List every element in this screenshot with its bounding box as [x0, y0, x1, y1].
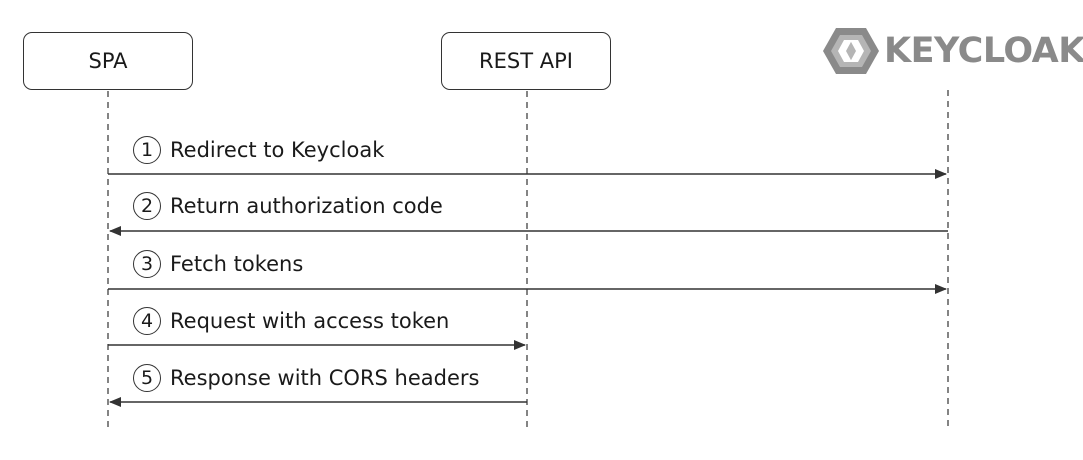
spa-actor-box: SPA — [23, 32, 193, 90]
step-number-1: 1 — [133, 136, 161, 164]
message-text-5: Response with CORS headers — [170, 366, 480, 390]
step-number-2: 2 — [133, 192, 161, 220]
message-label-3: 3 Fetch tokens — [133, 250, 303, 278]
spa-actor-label: SPA — [88, 49, 128, 73]
step-number-5: 5 — [133, 364, 161, 392]
message-text-3: Fetch tokens — [170, 252, 304, 276]
message-label-2: 2 Return authorization code — [133, 192, 443, 220]
message-text-2: Return authorization code — [170, 194, 443, 218]
message-text-4: Request with access token — [170, 309, 450, 333]
rest-api-actor-label: REST API — [479, 49, 573, 73]
step-number-4: 4 — [133, 307, 161, 335]
keycloak-logo: KEYCLOAK — [822, 26, 1083, 76]
keycloak-logo-text: KEYCLOAK — [884, 31, 1083, 71]
message-text-1: Redirect to Keycloak — [170, 138, 385, 162]
keycloak-logo-icon — [823, 28, 879, 74]
message-label-5: 5 Response with CORS headers — [133, 364, 479, 392]
rest-api-actor-box: REST API — [441, 32, 611, 90]
message-label-1: 1 Redirect to Keycloak — [133, 136, 384, 164]
message-label-4: 4 Request with access token — [133, 307, 449, 335]
step-number-3: 3 — [133, 250, 161, 278]
